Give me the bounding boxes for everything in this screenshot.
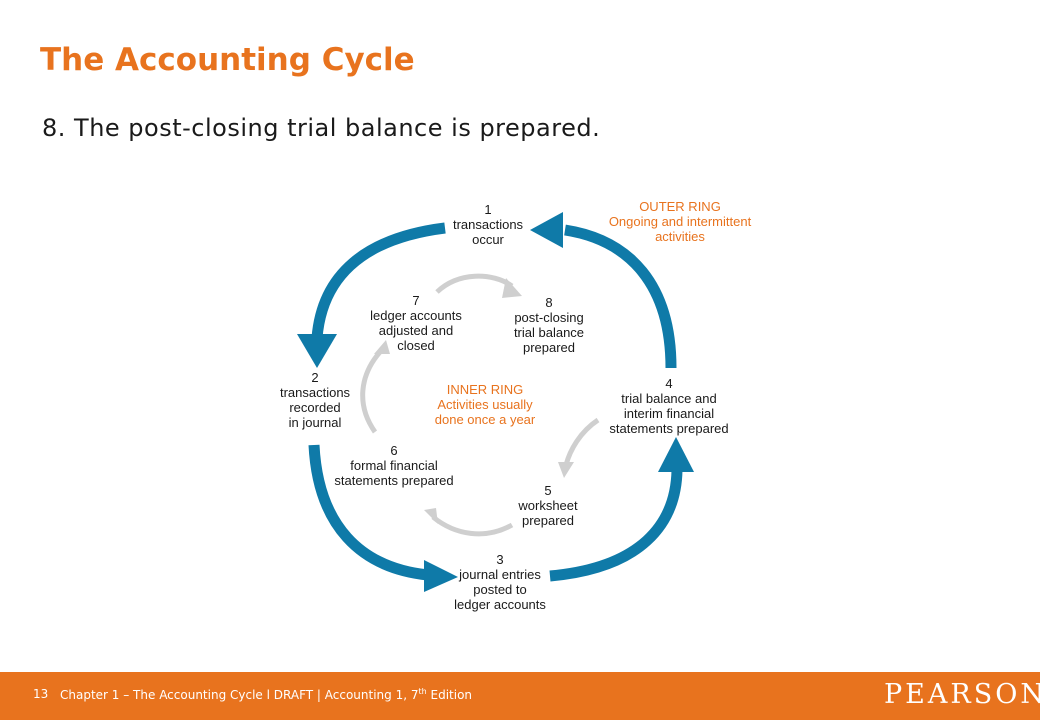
svg-text:Activities usually: Activities usually xyxy=(437,397,533,412)
inner-ring-arrowheads xyxy=(374,278,574,524)
outer-ring-arrows xyxy=(308,222,683,582)
arrowhead-to-4 xyxy=(658,437,694,472)
inner-arrow-4-to-5 xyxy=(563,417,600,466)
svg-text:posted to: posted to xyxy=(473,582,527,597)
svg-text:statements prepared: statements prepared xyxy=(609,421,728,436)
footer-text-main: Chapter 1 – The Accounting Cycle l DRAFT… xyxy=(60,688,419,702)
step-4-label: 4 trial balance and interim financial st… xyxy=(609,376,728,436)
svg-text:in journal: in journal xyxy=(289,415,342,430)
step-3-label: 3 journal entries posted to ledger accou… xyxy=(454,552,546,612)
svg-text:Ongoing and intermittent: Ongoing and intermittent xyxy=(609,214,752,229)
svg-text:interim financial: interim financial xyxy=(624,406,714,421)
step-2-label: 2 transactions recorded in journal xyxy=(280,370,351,430)
svg-text:8: 8 xyxy=(545,295,552,310)
svg-text:ledger accounts: ledger accounts xyxy=(454,597,546,612)
pearson-logo: PEARSON xyxy=(884,679,1040,710)
step-5-label: 5 worksheet prepared xyxy=(517,483,578,528)
svg-text:prepared: prepared xyxy=(523,340,575,355)
arrowhead-to-2 xyxy=(297,334,337,368)
svg-text:activities: activities xyxy=(655,229,705,244)
inner-arrow-5-to-6 xyxy=(431,515,514,537)
step-1-label: 1 transactions occur xyxy=(453,202,524,247)
svg-text:INNER RING: INNER RING xyxy=(447,382,524,397)
svg-text:7: 7 xyxy=(412,293,419,308)
svg-text:post-closing: post-closing xyxy=(514,310,583,325)
page-number: 13 xyxy=(33,687,49,701)
inner-head-to-7 xyxy=(374,340,390,354)
svg-text:4: 4 xyxy=(665,376,672,391)
footer-bar: 13 Chapter 1 – The Accounting Cycle l DR… xyxy=(0,672,1040,720)
inner-head-to-6 xyxy=(424,508,438,524)
svg-text:prepared: prepared xyxy=(522,513,574,528)
svg-text:1: 1 xyxy=(484,202,491,217)
slide-subtitle: 8. The post-closing trial balance is pre… xyxy=(42,114,601,142)
svg-text:6: 6 xyxy=(390,443,397,458)
svg-text:worksheet: worksheet xyxy=(517,498,578,513)
outer-arrow-1-to-2 xyxy=(311,222,446,339)
footer-text: Chapter 1 – The Accounting Cycle l DRAFT… xyxy=(60,687,472,702)
outer-ring-caption: OUTER RING Ongoing and intermittent acti… xyxy=(609,199,752,244)
svg-text:trial balance and: trial balance and xyxy=(621,391,716,406)
footer-text-end: Edition xyxy=(426,688,473,702)
arrowhead-to-1 xyxy=(530,212,563,248)
inner-arrow-6-to-7 xyxy=(360,350,382,434)
svg-text:statements prepared: statements prepared xyxy=(334,473,453,488)
inner-head-to-8 xyxy=(502,278,522,298)
footer-text-sup: th xyxy=(418,687,427,696)
outer-arrow-3-to-4 xyxy=(549,469,683,582)
outer-arrow-4-to-1 xyxy=(564,224,677,369)
step-7-label: 7 ledger accounts adjusted and closed xyxy=(370,293,462,353)
svg-text:OUTER RING: OUTER RING xyxy=(639,199,721,214)
svg-text:2: 2 xyxy=(311,370,318,385)
inner-arrow-7-to-8 xyxy=(435,273,514,294)
svg-text:journal entries: journal entries xyxy=(458,567,541,582)
svg-text:3: 3 xyxy=(496,552,503,567)
outer-ring-arrowheads xyxy=(297,212,694,592)
step-8-label: 8 post-closing trial balance prepared xyxy=(514,295,584,355)
svg-text:formal financial: formal financial xyxy=(350,458,438,473)
svg-text:occur: occur xyxy=(472,232,504,247)
arrowhead-to-3 xyxy=(424,560,458,592)
svg-text:closed: closed xyxy=(397,338,435,353)
svg-text:adjusted and: adjusted and xyxy=(379,323,453,338)
svg-text:transactions: transactions xyxy=(280,385,351,400)
slide-title: The Accounting Cycle xyxy=(40,42,415,78)
inner-head-to-5 xyxy=(558,462,574,478)
svg-text:recorded: recorded xyxy=(289,400,340,415)
svg-text:ledger accounts: ledger accounts xyxy=(370,308,462,323)
svg-text:transactions: transactions xyxy=(453,217,524,232)
outer-arrow-2-to-3 xyxy=(308,444,429,581)
step-6-label: 6 formal financial statements prepared xyxy=(334,443,453,488)
svg-text:5: 5 xyxy=(544,483,551,498)
inner-ring-caption: INNER RING Activities usually done once … xyxy=(435,382,536,427)
accounting-cycle-diagram: 1 transactions occur 2 transactions reco… xyxy=(280,199,752,612)
svg-text:done once a year: done once a year xyxy=(435,412,536,427)
svg-text:trial balance: trial balance xyxy=(514,325,584,340)
